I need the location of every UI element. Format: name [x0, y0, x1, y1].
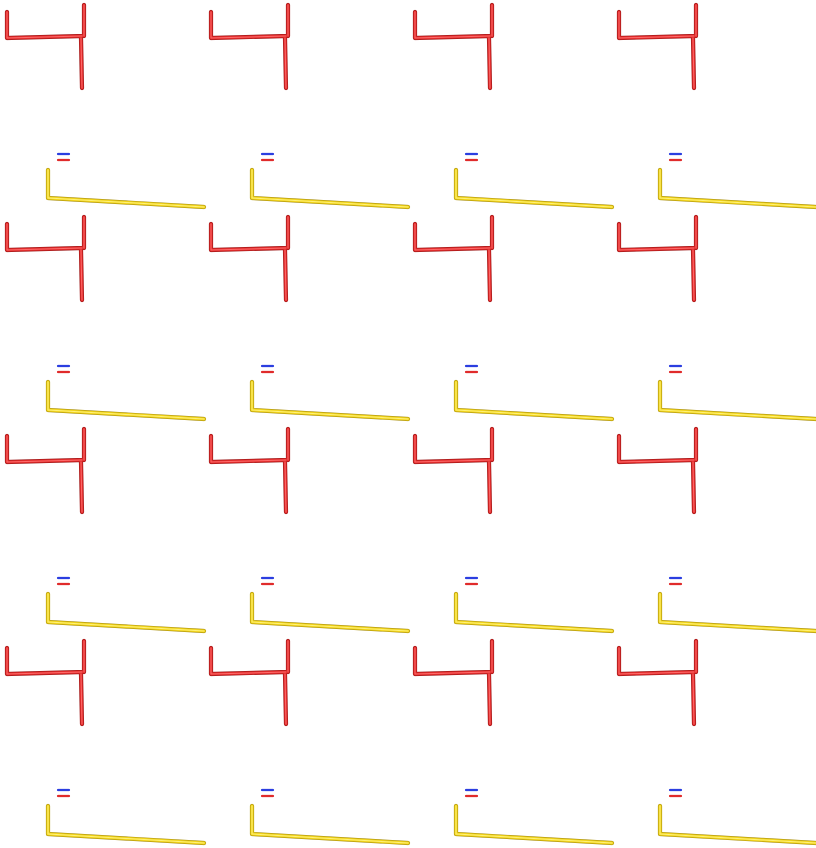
red-stick-fragment-highlight: [210, 640, 289, 725]
red-stick-fragment-highlight: [414, 4, 493, 89]
red-stick-fragment-highlight: [210, 428, 289, 513]
red-stick-fragment: [209, 215, 290, 302]
render-tile: [4, 214, 207, 422]
red-stick-fragment-highlight: [210, 216, 289, 301]
red-stick-fragment-shadow: [208, 214, 291, 303]
red-stick-fragment-highlight: [414, 640, 493, 725]
render-tile: [412, 2, 615, 210]
render-tile: [208, 2, 411, 210]
red-stick-fragment-shadow: [412, 2, 495, 91]
render-tile: [616, 214, 816, 422]
red-stick-fragment: [617, 215, 698, 302]
red-stick-fragment: [5, 639, 86, 726]
red-stick-fragment-highlight: [618, 640, 697, 725]
yellow-stick-fragment-highlight: [455, 805, 613, 844]
red-stick-fragment-shadow: [412, 426, 495, 515]
red-stick-fragment: [413, 215, 494, 302]
render-tile: [412, 426, 615, 634]
red-stick-fragment: [413, 427, 494, 514]
render-tile: [616, 426, 816, 634]
red-stick-fragment: [209, 427, 290, 514]
yellow-stick-fragment-highlight: [251, 593, 409, 632]
red-stick-fragment: [209, 639, 290, 726]
yellow-stick-fragment-highlight: [251, 381, 409, 420]
red-stick-fragment-shadow: [4, 426, 87, 515]
yellow-stick-fragment-highlight: [659, 593, 816, 632]
red-stick-fragment: [413, 3, 494, 90]
red-stick-fragment-highlight: [618, 216, 697, 301]
red-stick-fragment: [617, 639, 698, 726]
red-stick-fragment: [5, 3, 86, 90]
red-stick-fragment-highlight: [6, 428, 85, 513]
red-stick-fragment-shadow: [4, 2, 87, 91]
yellow-stick-fragment-highlight: [47, 381, 205, 420]
render-tile: [208, 638, 411, 846]
render-tile: [4, 426, 207, 634]
red-stick-fragment-shadow: [208, 2, 291, 91]
yellow-stick-fragment-highlight: [47, 169, 205, 208]
red-stick-fragment: [617, 427, 698, 514]
render-tile: [616, 2, 816, 210]
red-stick-fragment: [209, 3, 290, 90]
render-tile: [208, 426, 411, 634]
yellow-stick-fragment-highlight: [659, 805, 816, 844]
red-stick-fragment: [5, 427, 86, 514]
red-stick-fragment-shadow: [616, 426, 699, 515]
render-tile: [4, 2, 207, 210]
red-stick-fragment-shadow: [616, 638, 699, 727]
red-stick-fragment-highlight: [6, 4, 85, 89]
render-tile: [4, 638, 207, 846]
yellow-stick-fragment-highlight: [251, 169, 409, 208]
red-stick-fragment-highlight: [618, 428, 697, 513]
red-stick-fragment: [413, 639, 494, 726]
red-stick-fragment-shadow: [616, 214, 699, 303]
yellow-stick-fragment-highlight: [47, 593, 205, 632]
render-tile: [412, 638, 615, 846]
red-stick-fragment-shadow: [208, 426, 291, 515]
red-stick-fragment-highlight: [414, 216, 493, 301]
red-stick-fragment-shadow: [208, 638, 291, 727]
yellow-stick-fragment-highlight: [659, 169, 816, 208]
red-stick-fragment-shadow: [412, 638, 495, 727]
tile-grid: [4, 2, 816, 846]
yellow-stick-fragment-highlight: [455, 593, 613, 632]
red-stick-fragment-highlight: [414, 428, 493, 513]
red-stick-fragment-highlight: [618, 4, 697, 89]
red-stick-fragment-shadow: [616, 2, 699, 91]
red-stick-fragment-highlight: [6, 216, 85, 301]
red-stick-fragment-highlight: [6, 640, 85, 725]
yellow-stick-fragment-highlight: [251, 805, 409, 844]
yellow-stick-fragment-highlight: [659, 381, 816, 420]
yellow-stick-fragment-highlight: [455, 381, 613, 420]
render-tile: [616, 638, 816, 846]
red-stick-fragment-shadow: [4, 638, 87, 727]
yellow-stick-fragment-highlight: [47, 805, 205, 844]
render-tile: [412, 214, 615, 422]
render-tile: [208, 214, 411, 422]
red-stick-fragment-shadow: [4, 214, 87, 303]
yellow-stick-fragment-highlight: [455, 169, 613, 208]
red-stick-fragment-shadow: [412, 214, 495, 303]
red-stick-fragment: [5, 215, 86, 302]
red-stick-fragment-highlight: [210, 4, 289, 89]
red-stick-fragment: [617, 3, 698, 90]
